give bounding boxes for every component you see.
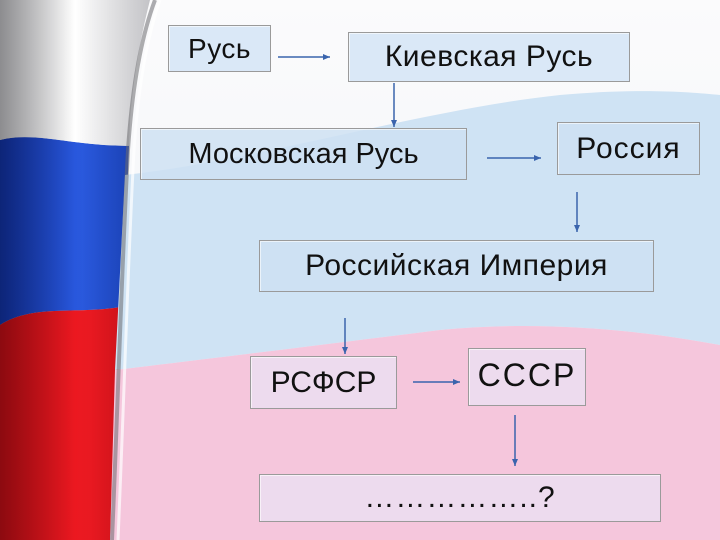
node-rsfsr: РСФСР <box>250 356 397 409</box>
node-ussr: СССР <box>468 348 586 406</box>
node-muscovite-rus: Московская Русь <box>140 128 467 180</box>
node-kievan-rus: Киевская Русь <box>348 32 630 82</box>
node-rus: Русь <box>168 25 271 72</box>
node-russian-empire: Российская Империя <box>259 240 654 292</box>
node-unknown-future: ……………..? <box>259 474 661 522</box>
node-russia: Россия <box>557 122 700 175</box>
